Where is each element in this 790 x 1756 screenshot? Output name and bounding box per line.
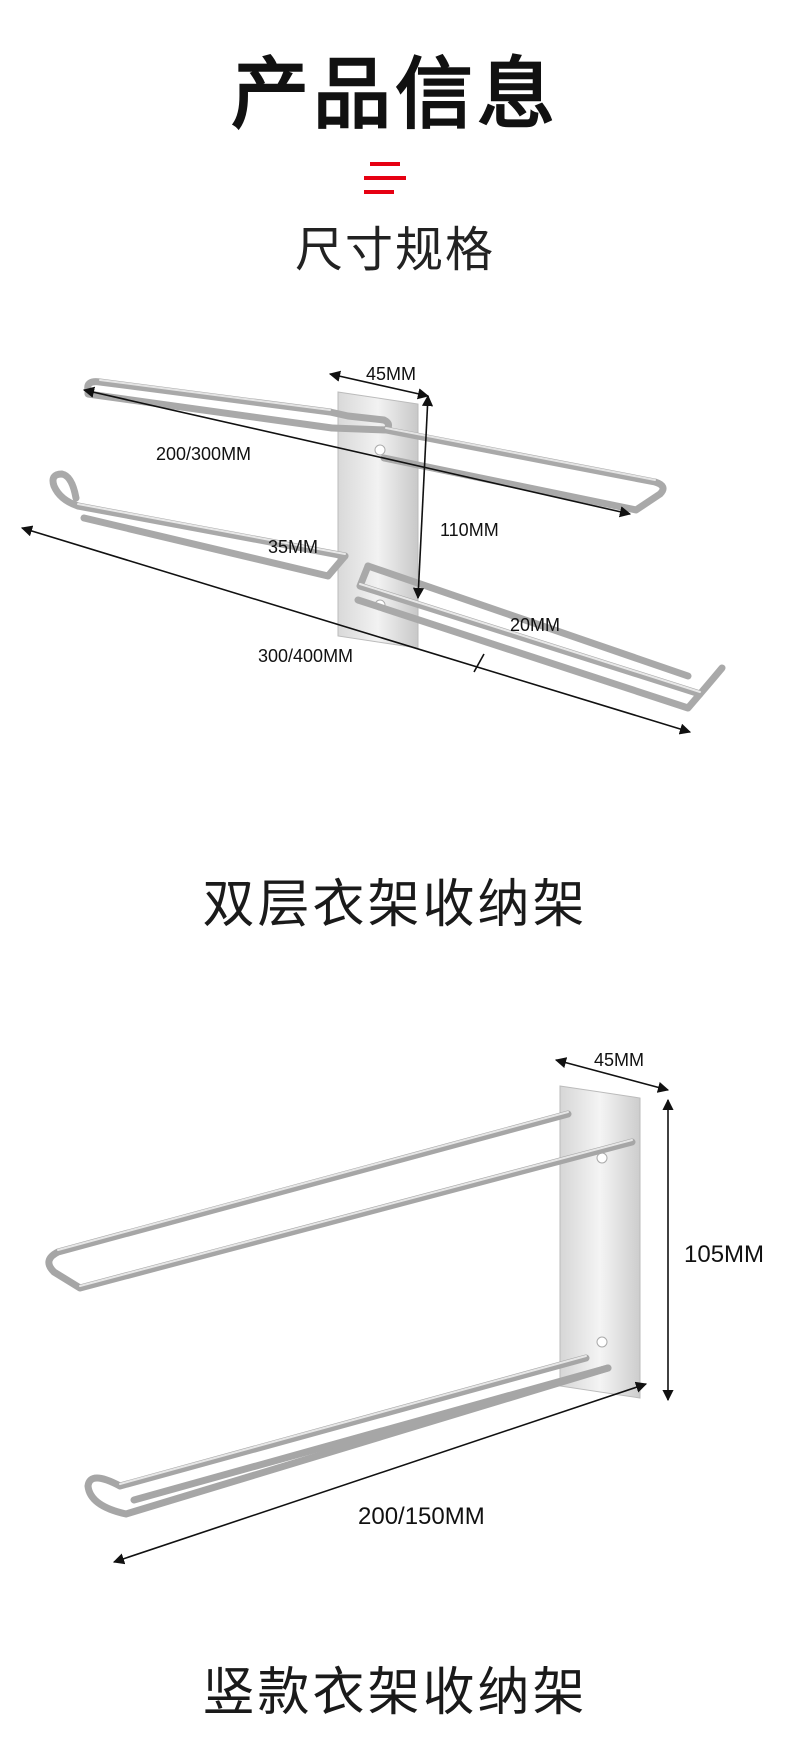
double-rack-diagram: 45MM 200/300MM 110MM 35MM 20MM 300/400MM	[20, 364, 726, 735]
dim-line-200-150	[112, 1381, 648, 1565]
dim-line-300-400	[20, 525, 692, 735]
dim-label-45: 45MM	[366, 364, 416, 384]
dim-line-110	[412, 394, 434, 600]
dim-label-105: 105MM	[684, 1241, 764, 1268]
dim-label-300-400: 300/400MM	[258, 646, 353, 666]
dim-line-20	[473, 653, 485, 673]
lower-wire-arm	[84, 1354, 612, 1518]
dim-line-45-v	[554, 1057, 670, 1093]
mounting-plate-vertical	[559, 1085, 641, 1399]
dim-label-110: 110MM	[440, 520, 499, 540]
dim-label-20: 20MM	[510, 615, 560, 635]
menu-lines-icon	[364, 162, 406, 194]
dim-label-200-300: 200/300MM	[156, 444, 251, 464]
product-caption-double: 双层衣架收纳架	[202, 875, 588, 935]
dim-label-35: 35MM	[268, 537, 318, 557]
dim-line-200-300	[82, 386, 632, 518]
dim-label-45-v: 45MM	[594, 1050, 644, 1070]
section-subtitle: 尺寸规格	[294, 222, 495, 278]
dim-label-200-150: 200/150MM	[358, 1503, 485, 1530]
upper-wire-arm	[45, 1110, 636, 1292]
page-title: 产品信息	[230, 50, 559, 140]
product-caption-vertical: 竖款衣架收纳架	[202, 1663, 588, 1723]
vertical-rack-diagram: 45MM 105MM 200/150MM	[45, 1050, 764, 1565]
